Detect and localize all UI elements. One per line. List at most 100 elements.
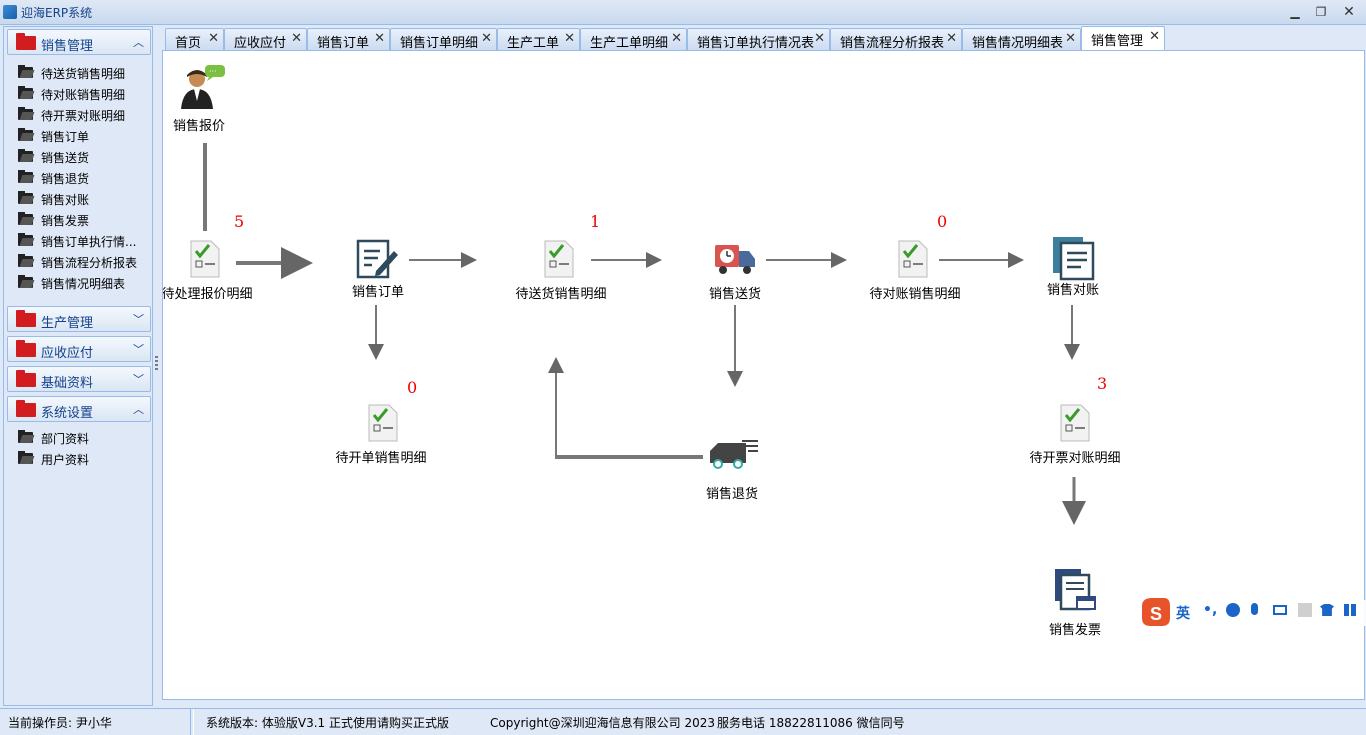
sidebar-item-sales-order[interactable]: 销售订单	[14, 126, 149, 146]
section-base-data[interactable]: 基础资料 ﹀	[7, 366, 151, 392]
node-pending-order-detail[interactable]: 待开单销售明细	[335, 403, 427, 466]
count-pending-reconcile: 0	[937, 212, 948, 231]
node-sales-reconcile[interactable]: 销售对账	[1047, 235, 1099, 298]
folder-open-icon	[18, 107, 33, 120]
chevron-down-icon[interactable]: ﹀	[133, 313, 144, 326]
tab-receivables-payables[interactable]: 应收应付 ✕	[224, 28, 307, 51]
close-icon[interactable]: ✕	[374, 31, 385, 46]
tab-sales-detail[interactable]: 销售情况明细表✕	[962, 28, 1081, 51]
sidebar-item-label: 用户资料	[41, 453, 90, 467]
grip-icon	[155, 356, 158, 370]
sidebar-item-label: 销售送货	[41, 151, 90, 165]
chevron-up-icon[interactable]: ︿	[133, 36, 144, 49]
chevron-down-icon[interactable]: ﹀	[133, 343, 144, 356]
node-pending-quote-detail[interactable]: 待处理报价明细	[163, 239, 253, 302]
section-receivables-payables[interactable]: 应收应付 ﹀	[7, 336, 151, 362]
node-label: 销售对账	[1046, 283, 1099, 298]
restore-button[interactable]: ❐	[1315, 5, 1327, 19]
delivery-truck-icon	[715, 245, 755, 274]
emoji-icon[interactable]	[1226, 603, 1240, 617]
close-icon[interactable]: ✕	[481, 31, 492, 46]
ime-punctuation[interactable]: •,	[1203, 602, 1218, 618]
sidebar-item-sales-detail-report[interactable]: 销售情况明细表	[14, 273, 149, 293]
tab-sales-management[interactable]: 销售管理✕	[1081, 26, 1165, 50]
sidebar-item-order-execution[interactable]: 销售订单执行情...	[14, 231, 149, 251]
tab-order-execution[interactable]: 销售订单执行情况表✕	[687, 28, 830, 51]
node-sales-quote[interactable]: ··· 销售报价	[173, 63, 229, 134]
close-window-button[interactable]: ✕	[1343, 4, 1355, 20]
chevron-down-icon[interactable]: ﹀	[133, 373, 144, 386]
tab-home[interactable]: 首页✕	[165, 28, 224, 51]
ime-mode[interactable]: 英	[1176, 606, 1190, 622]
document-check-icon	[544, 240, 574, 278]
node-sales-invoice[interactable]: 销售发票	[1049, 567, 1101, 638]
keyboard-icon[interactable]	[1273, 605, 1287, 615]
tab-label: 销售订单	[317, 36, 370, 51]
invoice-icon	[1055, 569, 1096, 611]
close-icon[interactable]: ✕	[291, 31, 302, 46]
section-label: 系统设置	[41, 406, 94, 421]
status-divider	[190, 709, 194, 735]
close-icon[interactable]: ✕	[946, 31, 957, 46]
sidebar-item-sales-return[interactable]: 销售退货	[14, 168, 149, 188]
close-icon[interactable]: ✕	[814, 31, 825, 46]
sidebar-item-users[interactable]: 用户资料	[14, 449, 149, 469]
node-label: 待送货销售明细	[515, 287, 607, 302]
service-phone: 服务电话 18822811086 微信同号	[717, 716, 905, 730]
status-bar: 当前操作员: 尹小华 系统版本: 体验版V3.1 正式使用请购买正式版 Copy…	[0, 708, 1366, 735]
close-icon[interactable]: ✕	[671, 31, 682, 46]
count-pending-delivery: 1	[590, 212, 601, 231]
microphone-icon[interactable]	[1251, 603, 1258, 615]
sidebar-item-sales-reconcile[interactable]: 销售对账	[14, 189, 149, 209]
node-pending-invoice-detail[interactable]: 待开票对账明细	[1029, 403, 1121, 466]
tab-label: 应收应付	[234, 36, 287, 51]
tab-sales-order[interactable]: 销售订单 ✕	[307, 28, 390, 51]
sidebar-item-sales-delivery[interactable]: 销售送货	[14, 147, 149, 167]
node-label: 销售订单	[351, 285, 404, 300]
tab-label: 生产工单明细	[590, 36, 669, 51]
node-sales-delivery[interactable]: 销售送货	[709, 239, 761, 302]
sidebar-item-departments[interactable]: 部门资料	[14, 428, 149, 448]
ime-toolbar[interactable]: S 英 •,	[1138, 596, 1366, 628]
skin-icon[interactable]	[1320, 604, 1334, 616]
tab-production-order-detail[interactable]: 生产工单明细✕	[580, 28, 687, 51]
section-sales-management[interactable]: 销售管理 ︿	[7, 29, 151, 55]
folder-icon	[16, 400, 36, 417]
salesperson-icon: ···	[181, 65, 225, 109]
title-bar: 迎海ERP系统 ▁ ❐ ✕	[0, 0, 1366, 25]
sidebar-item-pending-reconcile[interactable]: 待对账销售明细	[14, 84, 149, 104]
sidebar-item-label: 销售退货	[41, 172, 90, 186]
minimize-button[interactable]: ▁	[1290, 5, 1300, 19]
section-system-settings[interactable]: 系统设置 ︿	[7, 396, 151, 422]
sidebar-item-label: 销售订单	[41, 130, 90, 144]
close-icon[interactable]: ✕	[564, 31, 575, 46]
sidebar-item-sales-invoice[interactable]: 销售发票	[14, 210, 149, 230]
tab-production-order[interactable]: 生产工单✕	[497, 28, 580, 51]
document-check-icon	[898, 240, 928, 278]
tab-flow-report[interactable]: 销售流程分析报表✕	[830, 28, 962, 51]
folder-open-icon	[18, 65, 33, 78]
sidebar-item-pending-invoice[interactable]: 待开票对账明细	[14, 105, 149, 125]
node-pending-reconcile-detail[interactable]: 待对账销售明细	[869, 239, 961, 302]
sidebar-splitter[interactable]	[154, 26, 160, 704]
reconcile-documents-icon	[1053, 237, 1095, 281]
folder-icon	[16, 33, 36, 50]
section-production-management[interactable]: 生产管理 ﹀	[7, 306, 151, 332]
close-icon[interactable]: ✕	[208, 31, 219, 46]
sidebar: 销售管理 ︿ 待送货销售明细 待对账销售明细 待开票对账明细 销售订单 销售送货…	[3, 26, 153, 706]
node-sales-order[interactable]: 销售订单	[352, 237, 404, 300]
svg-text:S: S	[1150, 604, 1162, 624]
sidebar-item-flow-report[interactable]: 销售流程分析报表	[14, 252, 149, 272]
chevron-up-icon[interactable]: ︿	[133, 403, 144, 416]
sidebar-item-pending-delivery[interactable]: 待送货销售明细	[14, 63, 149, 83]
user-icon[interactable]	[1298, 603, 1312, 617]
node-pending-delivery-detail[interactable]: 待送货销售明细	[515, 239, 607, 302]
folder-open-icon	[18, 451, 33, 464]
close-icon[interactable]: ✕	[1065, 31, 1076, 46]
tab-sales-order-detail[interactable]: 销售订单明细✕	[390, 28, 497, 51]
toolbox-icon[interactable]	[1344, 604, 1356, 616]
node-sales-return[interactable]: 销售退货	[706, 437, 760, 502]
node-label: 待开票对账明细	[1029, 451, 1121, 466]
tab-label: 销售订单执行情况表	[697, 36, 815, 51]
close-icon[interactable]: ✕	[1149, 29, 1160, 44]
